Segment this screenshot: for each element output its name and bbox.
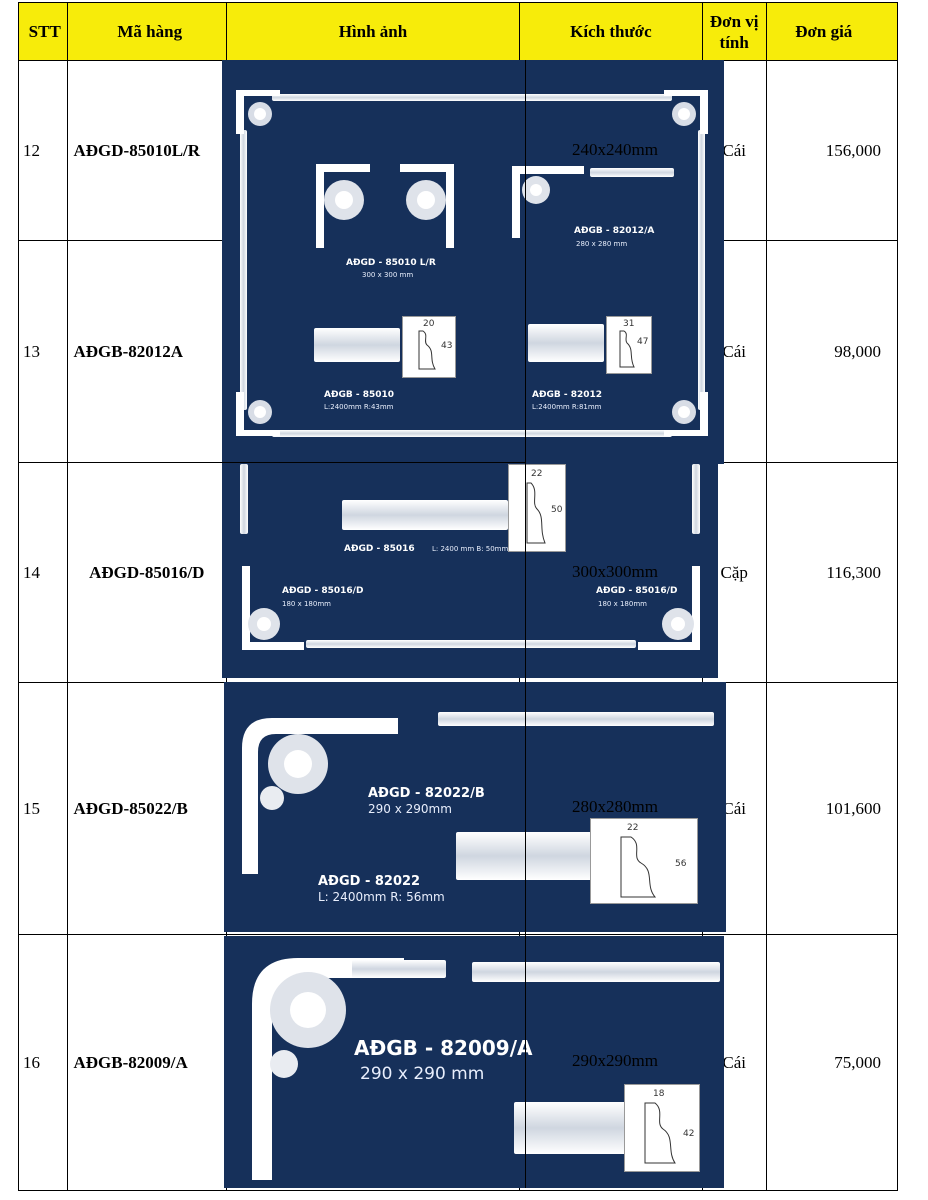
- header-code: Mã hàng: [66, 2, 227, 61]
- product-label: AĐGD - 85016/D: [596, 586, 678, 596]
- product-label: AĐGB - 82009/A: [354, 1036, 533, 1060]
- product-label: AĐGB - 82012: [532, 390, 603, 400]
- row-stt: 16: [18, 934, 68, 1191]
- row-code: AĐGD-85022/B: [66, 682, 227, 935]
- row-stt: 13: [18, 240, 68, 463]
- profile-drawing: 31 47: [606, 316, 652, 374]
- row-price: 75,000: [765, 934, 899, 1191]
- row-divider: [222, 462, 525, 463]
- profile-drawing: 22 56: [590, 818, 698, 904]
- row-stt: 15: [18, 682, 68, 935]
- header-unit: Đơn vị tính: [701, 2, 767, 61]
- corner-piece-left-icon: [242, 566, 304, 650]
- molding-bar: [438, 712, 714, 726]
- row-size: 300x300mm: [572, 562, 658, 581]
- product-image-85016: 22 50 AĐGD - 85016 L: 2400 mm B: 50mm AĐ…: [222, 464, 718, 678]
- row-code: AĐGD-85010L/R: [66, 60, 227, 241]
- profile-drawing: 22 50: [508, 464, 566, 552]
- row-size: 280x280mm: [572, 797, 658, 816]
- molding-bar: [240, 130, 247, 410]
- product-label: AĐGB - 82012/A: [574, 226, 655, 236]
- product-size-label: 290 x 290 mm: [360, 1064, 485, 1084]
- header-price: Đơn giá: [765, 2, 899, 61]
- molding-bar: [272, 430, 672, 437]
- row-code: AĐGB-82012A: [66, 240, 227, 463]
- corner-ornament-icon: [236, 392, 280, 436]
- corner-ornament-icon: [664, 392, 708, 436]
- product-size-label: L: 2400mm R: 56mm: [318, 890, 445, 904]
- profile-drawing: 20 43: [402, 316, 456, 378]
- product-image-82009: AĐGB - 82009/A 290 x 290 mm 18 42: [224, 936, 724, 1188]
- product-label: AĐGD - 85016/D: [282, 586, 364, 596]
- corner-ornament-icon: [236, 90, 280, 134]
- molding-bar: [692, 464, 700, 534]
- row-price: 98,000: [765, 240, 899, 463]
- header-row: STT Mã hàng Hình ảnh Kích thước Đơn vị t…: [18, 2, 899, 61]
- product-label: AĐGD - 85016: [344, 544, 415, 554]
- corner-piece-right-icon: [400, 164, 454, 248]
- molding-bar: [314, 328, 400, 362]
- row-code: AĐGB-82009/A: [66, 934, 227, 1191]
- row-size: 290x290mm: [572, 1051, 658, 1070]
- row-stt: 12: [18, 60, 68, 241]
- corner-ornament-icon: [664, 90, 708, 134]
- corner-piece-82009-icon: [252, 958, 404, 1180]
- product-size-label: 280 x 280 mm: [576, 240, 628, 248]
- molding-bar: [272, 94, 672, 101]
- molding-bar: [306, 640, 636, 648]
- row-size: 240x240mm: [572, 140, 658, 159]
- molding-bar: [456, 832, 606, 880]
- product-image-85010-82012: AĐGD - 85010 L/R 300 x 300 mm AĐGB - 820…: [222, 60, 724, 464]
- product-label: AĐGD - 85010 L/R: [346, 258, 436, 268]
- molding-bar: [472, 962, 720, 982]
- product-size-label: 180 x 180mm: [282, 600, 331, 608]
- molding-bar: [528, 324, 604, 362]
- product-label: AĐGB - 85010: [324, 390, 395, 400]
- product-label: AĐGD - 82022: [318, 874, 421, 889]
- corner-piece-left-icon: [316, 164, 370, 248]
- header-stt: STT: [18, 2, 68, 61]
- row-stt: 14: [18, 462, 68, 683]
- product-size-label: L:2400mm R:81mm: [532, 403, 602, 411]
- molding-bar: [352, 960, 446, 978]
- molding-bar: [698, 130, 705, 410]
- corner-piece-right-icon: [638, 566, 700, 650]
- product-size-label: 180 x 180mm: [598, 600, 647, 608]
- row-price: 156,000: [765, 60, 899, 241]
- column-divider: [525, 60, 526, 1188]
- molding-bar: [342, 500, 508, 530]
- molding-bar: [590, 168, 674, 177]
- product-size-label: L:2400mm R:43mm: [324, 403, 394, 411]
- product-size-label: 290 x 290mm: [368, 802, 452, 816]
- product-size-label: L: 2400 mm B: 50mm: [432, 545, 509, 553]
- molding-bar: [240, 464, 248, 534]
- molding-bar: [514, 1102, 638, 1154]
- profile-drawing: 18 42: [624, 1084, 700, 1172]
- corner-piece-82012-icon: [512, 166, 584, 238]
- row-price: 116,300: [765, 462, 899, 683]
- header-image: Hình ảnh: [225, 2, 520, 61]
- row-price: 101,600: [765, 682, 899, 935]
- product-image-82022: AĐGD - 82022/B 290 x 290mm 22 56 AĐGD - …: [224, 682, 726, 932]
- product-size-label: 300 x 300 mm: [362, 271, 414, 279]
- row-code: AĐGD-85016/D: [66, 462, 227, 683]
- header-size: Kích thước: [518, 2, 703, 61]
- corner-piece-82022-icon: [242, 718, 398, 874]
- product-label: AĐGD - 82022/B: [368, 786, 485, 801]
